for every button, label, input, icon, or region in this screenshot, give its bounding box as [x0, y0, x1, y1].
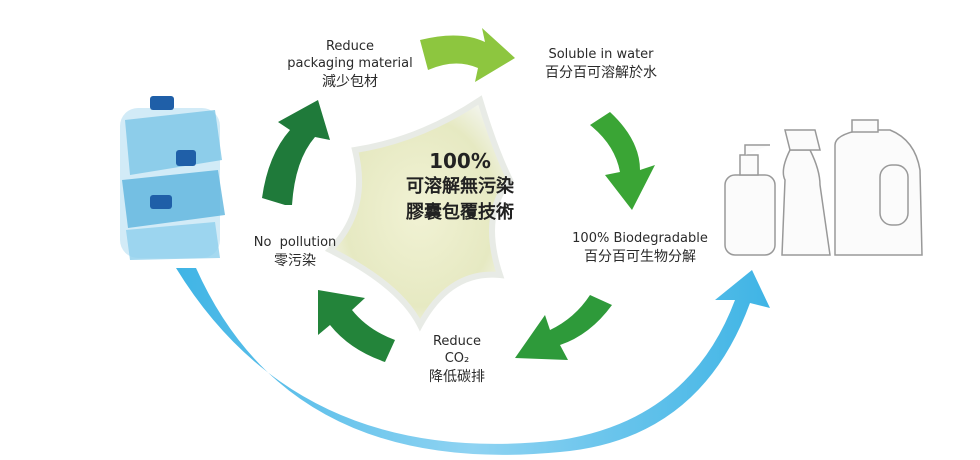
- label-en: Reduce: [325, 39, 375, 54]
- label-en: No pollution: [253, 235, 337, 250]
- arrow-bottom-left-green: [318, 290, 395, 362]
- label-soluble: Soluble in water 百分百可溶解於水: [545, 46, 657, 83]
- label-zh: 零污染: [273, 253, 316, 269]
- blue-cycle-arrow: [176, 268, 770, 455]
- arrow-left-dark-green: [262, 100, 330, 205]
- label-en: Soluble in water: [548, 47, 654, 62]
- label-zh: 百分百可生物分解: [584, 249, 696, 265]
- label-en: Reduce: [432, 334, 482, 349]
- label-reduce-co2: Reduce CO₂ 降低碳排: [429, 333, 485, 387]
- label-en: packaging material: [287, 56, 413, 71]
- label-no-pollution: No pollution 零污染: [254, 234, 337, 271]
- label-zh: 減少包材: [321, 74, 378, 90]
- center-line1: 可溶解無污染: [406, 176, 514, 197]
- label-en: 100% Biodegradable: [572, 231, 708, 246]
- label-en: CO₂: [444, 351, 470, 366]
- label-zh: 百分百可溶解於水: [545, 65, 657, 81]
- arrow-right-green: [590, 112, 655, 210]
- arrow-bottom-right-green: [515, 295, 612, 360]
- label-zh: 降低碳排: [429, 369, 485, 385]
- label-reduce-packaging: Reduce packaging material 減少包材: [287, 38, 412, 92]
- detergent-bottles-image: [724, 119, 923, 256]
- capsule-pouch-image: [324, 95, 514, 332]
- center-line2: 膠囊包覆技術: [406, 202, 514, 223]
- center-title: 100% 可溶解無污染 膠囊包覆技術: [406, 148, 514, 226]
- plastic-bottles-image: [120, 96, 225, 260]
- label-biodegradable: 100% Biodegradable 百分百可生物分解: [572, 230, 708, 267]
- center-percent: 100%: [429, 149, 491, 173]
- arrow-top-light-green: [420, 28, 515, 82]
